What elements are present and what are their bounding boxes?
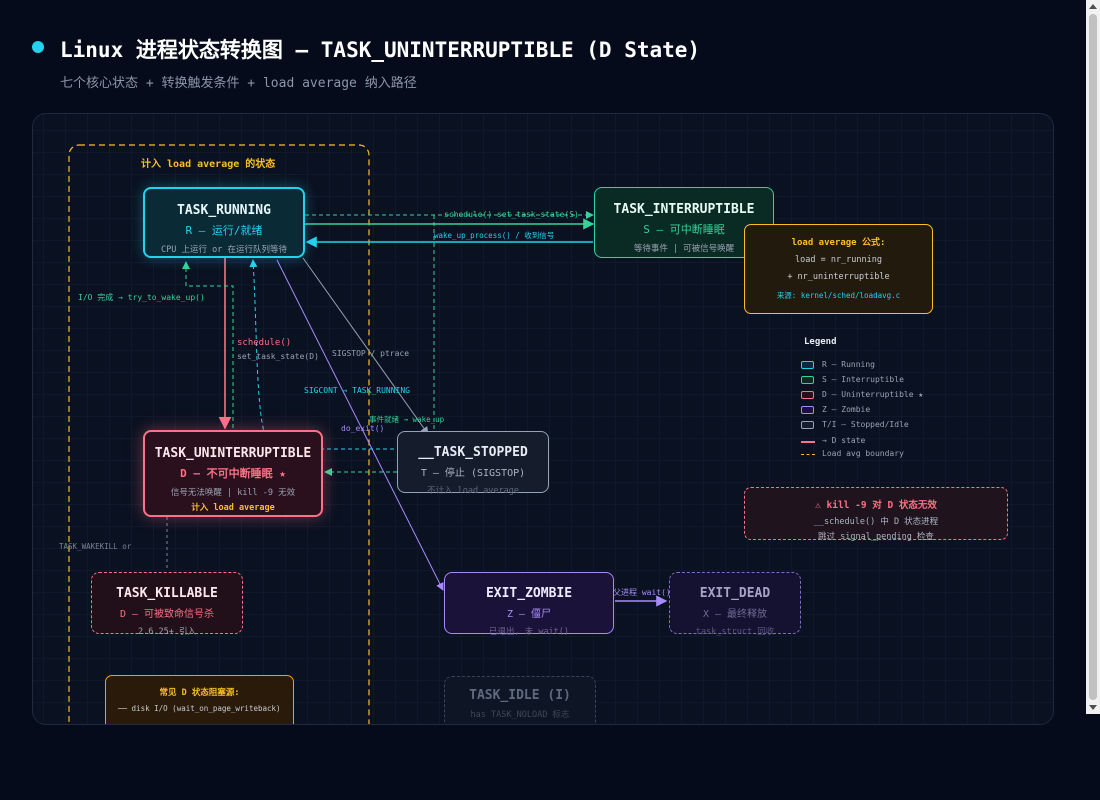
warning-line1: __schedule() 中 D 状态进程 [813, 517, 939, 527]
formula-line2: + nr_uninterruptible [787, 272, 890, 282]
state-zombie-sub: Z — 僵尸 [506, 609, 552, 620]
d-sources-item: ── disk I/O (wait_on_page_writeback) [118, 704, 281, 713]
load-formula-box: load average 公式: load = nr_running + nr_… [744, 224, 933, 314]
state-killable-desc: 2.6.25+ 引入 [138, 627, 196, 637]
state-idle: TASK_IDLE (I) has TASK_NOLOAD 标志 [444, 676, 596, 724]
state-dead: EXIT_DEAD X — 最终释放 task_struct 回收 [669, 572, 801, 637]
legend-label-interruptible: S — Interruptible [822, 375, 904, 384]
state-uninterruptible-sub: D — 不可中断睡眠 ★ [180, 467, 286, 480]
legend-label-d-state: → D state [822, 436, 866, 445]
state-uninterruptible-note: 计入 load average [191, 503, 275, 513]
edge-do-exit [276, 259, 444, 591]
label-wake-up: wake_up_process() / 收到信号 [434, 231, 555, 240]
scroll-up-icon[interactable] [1089, 4, 1097, 9]
legend-line-load-boundary [801, 454, 815, 455]
state-stopped-desc: 不计入 load average [426, 486, 520, 496]
state-dead-desc: task_struct 回收 [695, 627, 775, 637]
formula-title: load average 公式: [791, 238, 886, 248]
scroll-down-icon[interactable] [1089, 705, 1097, 710]
legend-label-running: R — Running [822, 360, 875, 369]
state-idle-name: TASK_IDLE (I) [469, 688, 571, 703]
legend-swatch-interruptible [801, 376, 814, 384]
legend-label-zombie: Z — Zombie [822, 405, 871, 414]
state-interruptible-name: TASK_INTERRUPTIBLE [613, 202, 755, 217]
edge-io-done [182, 261, 234, 428]
edge-sigcont [249, 259, 272, 450]
legend-line-d-state [801, 441, 815, 443]
legend-label-load-boundary: Load avg boundary [822, 449, 904, 458]
state-killable-sub: D — 可被致命信号杀 [119, 609, 215, 620]
scroll-thumb[interactable] [1089, 14, 1097, 700]
diagram-canvas [68, 144, 668, 724]
state-dead-sub: X — 最终释放 [702, 609, 768, 620]
label-schedule-s: schedule() set_task_state(S) [444, 210, 579, 219]
state-zombie: EXIT_ZOMBIE Z — 僵尸 已退出, 未 wait() [444, 572, 614, 637]
page-title: Linux 进程状态转换图 — TASK_UNINTERRUPTIBLE (D … [60, 38, 701, 62]
load-average-boundary [68, 144, 370, 724]
state-interruptible-sub: S — 可中断睡眠 [643, 223, 725, 236]
d-sources-box: 常见 D 状态阻塞源: ── disk I/O (wait_on_page_wr… [105, 675, 294, 724]
label-event-ready: 事件就绪 → wake_up [369, 415, 445, 424]
state-uninterruptible-name: TASK_UNINTERRUPTIBLE [154, 446, 312, 461]
state-stopped: __TASK_STOPPED T — 停止 (SIGSTOP) 不计入 load… [397, 431, 549, 496]
state-zombie-name: EXIT_ZOMBIE [485, 586, 573, 601]
diagram-panel: 计入 load average 的状态 TASK_RUNNING R — 运行/… [32, 113, 1054, 725]
label-schedule-d: schedule() [237, 338, 292, 348]
state-uninterruptible: TASK_UNINTERRUPTIBLE D — 不可中断睡眠 ★ 信号无法唤醒… [143, 430, 323, 517]
state-zombie-desc: 已退出, 未 wait() [488, 627, 570, 637]
edge-sigstop [302, 257, 429, 435]
state-interruptible-desc: 等待事件 | 可被信号唤醒 [633, 244, 735, 254]
warning-box: ⚠ kill -9 对 D 状态无效 __schedule() 中 D 状态进程… [744, 487, 1008, 542]
label-wait: 父进程 wait() [613, 588, 671, 597]
load-region-label: 计入 load average 的状态 [141, 159, 276, 170]
legend-swatch-running [801, 361, 814, 369]
label-do-exit: do_exit() [341, 424, 385, 433]
state-stopped-sub: T — 停止 (SIGSTOP) [420, 468, 526, 479]
label-wakekill: TASK_WAKEKILL or [59, 542, 132, 551]
legend-label-uninterruptible: D — Uninterruptible ★ [822, 390, 924, 399]
state-running-desc: CPU 上运行 or 在运行队列等待 [161, 245, 287, 255]
state-running-name: TASK_RUNNING [177, 203, 271, 218]
state-running-sub: R — 运行/就绪 [185, 224, 263, 237]
state-stopped-name: __TASK_STOPPED [418, 445, 528, 460]
state-killable-name: TASK_KILLABLE [116, 586, 218, 601]
page-subtitle: 七个核心状态 + 转换触发条件 + load average 纳入路径 [60, 76, 417, 91]
title-bullet-icon [32, 41, 44, 53]
legend-label-stopped: T/I — Stopped/Idle [822, 420, 909, 429]
state-idle-desc: has TASK_NOLOAD 标志 [470, 710, 570, 720]
warning-title: ⚠ kill -9 对 D 状态无效 [815, 500, 937, 511]
legend-swatch-zombie [801, 406, 814, 414]
legend-swatch-uninterruptible [801, 391, 814, 399]
edge-event-ready [324, 215, 435, 476]
state-running: TASK_RUNNING R — 运行/就绪 CPU 上运行 or 在运行队列等… [143, 187, 305, 258]
state-dead-name: EXIT_DEAD [699, 586, 771, 601]
state-killable: TASK_KILLABLE D — 可被致命信号杀 2.6.25+ 引入 [91, 572, 243, 637]
formula-source: 来源: kernel/sched/loadavg.c [776, 291, 901, 300]
legend: Legend R — Running S — Interruptible D —… [801, 337, 961, 467]
warning-line2: 跳过 signal_pending 检查 [818, 532, 934, 542]
label-sigcont: SIGCONT → TASK_RUNNING [304, 386, 410, 395]
legend-swatch-stopped [801, 421, 814, 429]
state-uninterruptible-desc: 信号无法唤醒 | kill -9 无效 [170, 488, 296, 498]
vertical-scrollbar[interactable] [1086, 0, 1100, 714]
d-sources-title: 常见 D 状态阻塞源: [159, 688, 240, 698]
label-io-done: I/O 完成 → try_to_wake_up() [78, 293, 205, 302]
label-set-task-state-d: set_task_state(D) [237, 352, 319, 361]
formula-line1: load = nr_running [795, 255, 882, 265]
legend-title: Legend [804, 337, 837, 347]
label-sigstop: SIGSTOP / ptrace [332, 349, 410, 358]
